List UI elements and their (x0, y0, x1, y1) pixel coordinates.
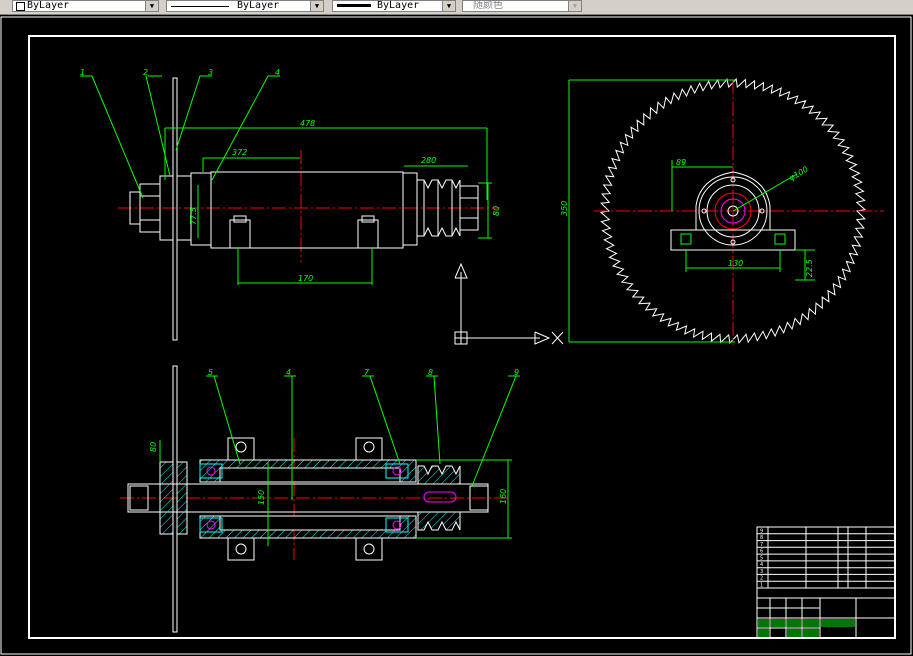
flange-section (176, 461, 188, 535)
mounting-ear (227, 437, 255, 461)
dim-section-right: 160 (499, 489, 508, 504)
title-block-cell (758, 629, 769, 637)
chevron-down-icon[interactable]: ▼ (568, 1, 581, 11)
title-block-row-number: 1 (760, 583, 763, 589)
properties-toolbar: ByLayer ▼ ByLayer ▼ ByLayer ▼ 随颜色 ▼ (0, 0, 913, 15)
title-block-cell (787, 619, 801, 627)
mounting-ear (355, 537, 383, 561)
foot-bolt (357, 219, 379, 249)
chevron-down-icon[interactable]: ▼ (442, 1, 455, 11)
pulley-section (417, 465, 461, 531)
balloon-8: 8 (428, 368, 433, 377)
nut (459, 185, 479, 231)
dim-overall: 478 (300, 119, 315, 128)
bearing (199, 463, 223, 479)
title-block-cell (803, 629, 819, 637)
balloon-7: 7 (364, 368, 370, 377)
title-block-cell (803, 619, 819, 627)
dim-section-left: 80 (149, 442, 158, 452)
key-slot (423, 491, 457, 503)
dim-h-left: 77.5 (189, 207, 198, 225)
side-view: 350 130 89 φ100 22.5 (560, 77, 884, 345)
title-block-row-number: 9 (760, 528, 763, 534)
dim-pulley: 280 (421, 156, 436, 165)
balloon-4b: 4 (286, 368, 291, 377)
dim-height: 350 (560, 201, 569, 216)
title-block-row-number: 4 (760, 562, 763, 568)
dimension-lines (159, 375, 520, 546)
ucs-icon (454, 262, 564, 345)
flange (159, 175, 174, 241)
title-block-row-number: 6 (760, 549, 763, 555)
dim-section-mid: 150 (257, 490, 266, 505)
balloon-5: 5 (208, 368, 213, 377)
dim-diameter: φ100 (788, 165, 810, 183)
bearing-block (695, 171, 771, 231)
foot-bolt (229, 219, 251, 249)
sheet-inner-border (28, 35, 896, 639)
dim-h-right: 80 (492, 206, 501, 216)
color-swatch-icon (16, 2, 25, 11)
section-view: 80 150 160 5 4 7 8 9 (120, 365, 520, 633)
title-block-row-number: 2 (760, 576, 763, 582)
title-block-cell (821, 619, 855, 627)
title-block (756, 526, 896, 639)
title-block-row-number: 7 (760, 542, 763, 548)
dimension-lines (80, 75, 492, 285)
balloon-3: 3 (208, 68, 213, 77)
dimension-lines (568, 79, 815, 343)
linetype-combo[interactable]: ByLayer ▼ (166, 0, 324, 12)
balloon-2: 2 (143, 68, 148, 77)
shaft-housing (210, 171, 404, 249)
saw-blade-teeth (599, 77, 867, 345)
title-block-cell (787, 629, 801, 637)
plotstyle-combo-value: 随颜色 (473, 0, 503, 11)
title-block-cell (758, 619, 769, 627)
title-block-cell (771, 619, 785, 627)
layer-combo[interactable]: ByLayer ▼ (12, 0, 159, 12)
balloon-9: 9 (514, 368, 519, 377)
bearing (385, 517, 409, 533)
flange-section (159, 461, 174, 535)
linetype-sample-icon (171, 6, 229, 7)
lineweight-sample-icon (337, 4, 371, 7)
bearing-housing (402, 172, 418, 246)
balloon-4: 4 (275, 68, 280, 77)
layer-combo-value: ByLayer (27, 0, 70, 11)
lineweight-combo-value: ByLayer (377, 0, 420, 11)
saw-blade (172, 77, 178, 341)
title-block-row-number: 8 (760, 535, 763, 541)
top-view: 478 372 280 170 77.5 80 1 2 3 4 (80, 68, 501, 341)
saw-blade (172, 365, 178, 633)
lineweight-combo[interactable]: ByLayer ▼ (332, 0, 456, 12)
mounting-ear (355, 437, 383, 461)
chevron-down-icon[interactable]: ▼ (310, 1, 323, 11)
plotstyle-combo[interactable]: 随颜色 ▼ (462, 0, 582, 12)
dim-offset: 89 (676, 158, 686, 167)
dim-width: 130 (728, 259, 743, 268)
dim-body: 372 (232, 148, 247, 157)
chevron-down-icon[interactable]: ▼ (145, 1, 158, 11)
mounting-ear (227, 537, 255, 561)
linetype-combo-value: ByLayer (237, 0, 280, 11)
sheet-outer-border (0, 16, 912, 655)
bearing (199, 517, 223, 533)
dim-foot: 22.5 (805, 259, 814, 277)
balloon-1: 1 (80, 68, 85, 77)
title-block-row-number: 3 (760, 569, 763, 575)
title-block-row-number: 5 (760, 555, 763, 561)
dim-feet: 170 (298, 274, 313, 283)
bearing (385, 463, 409, 479)
